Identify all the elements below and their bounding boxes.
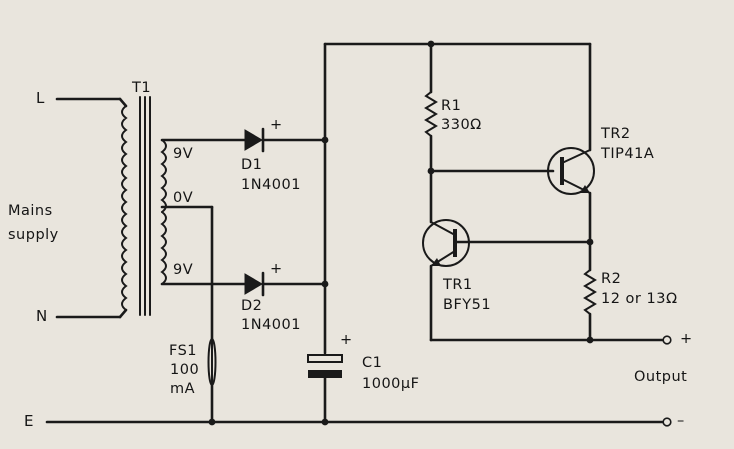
tr2-ref-label: TR2 [601, 126, 631, 142]
centre-tap-wire [160, 205, 214, 342]
transformer-secondary-upper [160, 139, 167, 213]
mains-label-line2: supply [8, 227, 59, 243]
d2-ref-label: D2 [241, 298, 263, 314]
r2-value-label: 12 or 13Ω [601, 291, 678, 307]
transistor-tr2-symbol [547, 147, 595, 195]
output-minus-label: – [677, 413, 685, 429]
tr2-type-label: TIP41A [601, 146, 655, 162]
diode-d2-symbol [244, 271, 265, 297]
d2-type-label: 1N4001 [241, 317, 301, 333]
r2-ref-label: R2 [601, 271, 622, 287]
r1-ref-label: R1 [441, 98, 462, 114]
resistor-r1-symbol [424, 91, 438, 137]
transformer-primary-winding [121, 105, 128, 311]
tr1-ref-label: TR1 [443, 277, 473, 293]
mains-neutral-lead [55, 308, 128, 319]
d1-type-label: 1N4001 [241, 177, 301, 193]
fuse-rating-unit-label: mA [170, 381, 196, 397]
diode-d1-symbol [244, 127, 265, 153]
mains-label-line1: Mains [8, 203, 53, 219]
terminal-earth-label: E [24, 412, 34, 430]
transformer-secondary-lower [160, 211, 167, 285]
d1-polarity-label: + [270, 117, 283, 133]
tap-top-label: 9V [173, 146, 194, 162]
positive-bus-wire [323, 42, 592, 355]
output-positive-terminal[interactable] [662, 335, 672, 345]
c1-value-label: 1000µF [362, 376, 420, 392]
fuse-rating-value-label: 100 [170, 362, 200, 378]
mains-live-lead [55, 97, 128, 108]
terminal-neutral-label: N [36, 307, 48, 325]
resistor-r2-symbol [583, 269, 597, 315]
r1-value-label: 330Ω [441, 117, 482, 133]
tap-mid-label: 0V [173, 190, 194, 206]
d2-polarity-label: + [270, 261, 283, 277]
output-negative-terminal[interactable] [662, 417, 672, 427]
tr1-type-label: BFY51 [443, 297, 492, 313]
output-label: Output [634, 369, 688, 385]
d1-ref-label: D1 [241, 157, 263, 173]
fuse-fs1-symbol [207, 337, 217, 387]
junction-dots [208, 40, 594, 426]
c1-ref-label: C1 [362, 355, 383, 371]
transformer-ref-label: T1 [132, 80, 152, 96]
fuse-ref-label: FS1 [169, 343, 198, 359]
tap-bottom-label: 9V [173, 262, 194, 278]
output-plus-label: + [680, 331, 693, 347]
capacitor-c1-symbol [307, 354, 343, 378]
transformer-core [139, 96, 151, 316]
terminal-live-label: L [36, 89, 45, 107]
c1-polarity-label: + [340, 332, 353, 348]
